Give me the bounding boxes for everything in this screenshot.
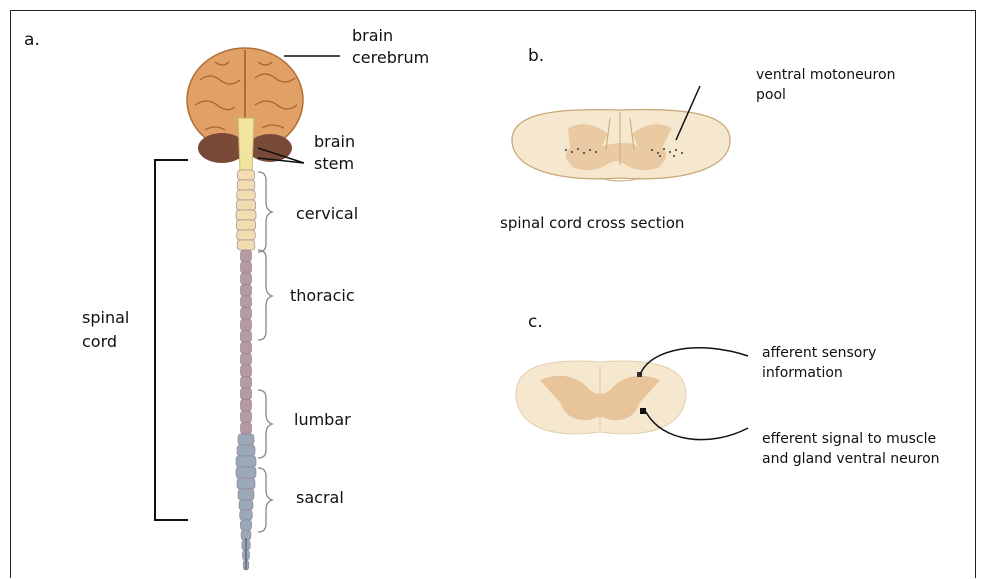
brain-cerebrum-label-line2: cerebrum [352,48,429,68]
efferent-label-line1: efferent signal to muscle [762,430,936,448]
thoracic-brace [258,250,272,340]
motoneuron-dot [583,152,585,154]
sacral-label: sacral [296,488,344,508]
motoneuron-pool-label-line1: ventral motoneuron [756,66,895,84]
motoneuron-dot [657,152,659,154]
panel-a-label: a. [24,30,40,50]
spinal-cord-label-line1: spinal [82,308,129,328]
cord-segment [241,285,252,297]
panel-c-label: c. [528,312,543,332]
lumbar-label: lumbar [294,410,351,430]
spinal-cord-bracket [155,160,188,520]
cord-segment [241,400,252,412]
cervical-label: cervical [296,204,358,224]
cord-segment [238,434,254,445]
cord-segment [241,262,252,274]
cord-segment [240,520,251,530]
cord-segment [237,180,255,190]
cord-segment [238,170,255,180]
cross-section-c [516,348,748,440]
motoneuron-dot [675,149,677,151]
cord-segment [238,489,254,500]
cross-section-b [512,86,730,181]
cord-segment [241,377,252,389]
cord-segment [241,388,252,400]
cord-segment [241,342,252,354]
brain-stem-label-line2: stem [314,154,354,174]
brain-stem-shape [238,118,254,170]
thoracic-label: thoracic [290,286,355,306]
cord-segment [237,445,255,456]
motoneuron-dot [595,151,597,153]
sacral-brace [258,468,272,532]
cord-segment [236,467,256,478]
cord-segment [241,331,252,343]
motoneuron-dot [659,155,661,157]
efferent-label-line2: and gland ventral neuron [762,450,940,468]
cord-segment [237,478,255,489]
motoneuron-dot [577,148,579,150]
motoneuron-dot [669,151,671,153]
cord-segment [241,411,252,423]
cord-segment [239,500,253,510]
cord-segment [241,273,252,285]
afferent-label-line1: afferent sensory [762,344,876,362]
cord-segment [241,354,252,366]
cord-segment [237,240,255,250]
panel-b-label: b. [528,46,544,66]
brain-stem-label-line1: brain [314,132,355,152]
cord-segment [237,230,255,240]
motoneuron-dot [589,149,591,151]
motoneuron-pool-label-line2: pool [756,86,786,104]
motoneuron-dot [651,149,653,151]
lumbar-brace [258,390,272,458]
motoneuron-dot [663,148,665,150]
spinal-cord-column [236,170,256,570]
motoneuron-dot [673,155,675,157]
cord-segment [237,190,255,200]
region-braces [258,172,272,532]
cord-segment [236,210,256,220]
cross-section-caption: spinal cord cross section [500,214,684,232]
cord-segment [241,423,252,435]
cervical-brace [258,172,272,252]
afferent-label-line2: information [762,364,843,382]
brain-cerebrum-label-line1: brain [352,26,393,46]
cord-segment [241,250,252,262]
cord-segment [240,510,253,520]
cord-segment [236,220,255,230]
motoneuron-dot [681,152,683,154]
cord-segment [236,456,256,467]
cord-segment [241,308,252,320]
cord-segment [241,296,252,308]
efferent-marker [640,408,646,414]
cord-segment [241,365,252,377]
cord-segment [241,319,252,331]
motoneuron-dot [565,149,567,151]
cord-segment [236,200,255,210]
spinal-cord-label-line2: cord [82,332,117,352]
motoneuron-dot [571,151,573,153]
